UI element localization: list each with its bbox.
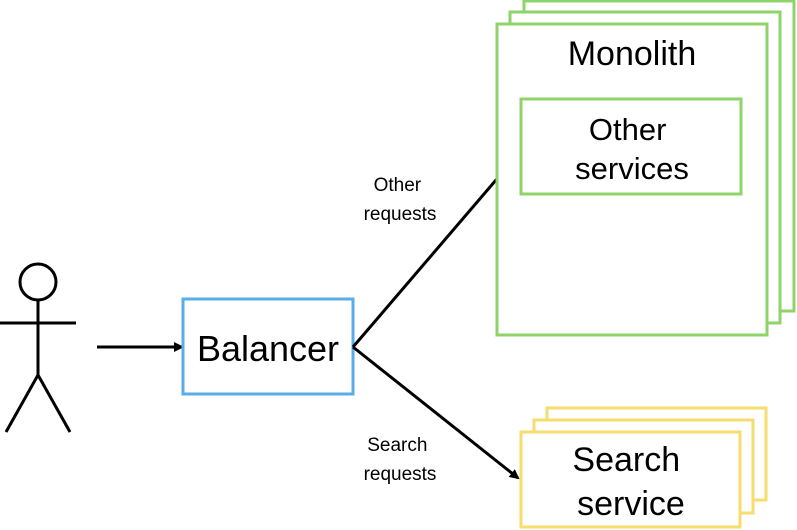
search-requests-line-1: Search <box>367 435 427 456</box>
balancer-node: Balancer <box>181 297 355 396</box>
arrow-balancer-to-search-service <box>352 345 520 480</box>
search-requests-label: Search requests <box>364 435 437 485</box>
other-requests-line-1: Other <box>374 175 422 196</box>
balancer-box <box>181 297 355 396</box>
other-services-line-1: Other <box>589 112 667 147</box>
search-service-line-1: Search <box>572 441 680 479</box>
search-service-line-2: service <box>577 485 685 523</box>
search-requests-line-2: requests <box>364 464 437 485</box>
other-services-line-2: services <box>575 151 689 186</box>
other-requests-label: Other requests <box>364 175 437 225</box>
monolith-title: Monolith <box>568 35 697 73</box>
search-service-label: Search service <box>572 441 689 523</box>
search-service-node: Search service <box>519 406 768 529</box>
balancer-label: Balancer <box>197 328 339 369</box>
monolith-node: Monolith Other services <box>495 0 796 337</box>
other-requests-line-2: requests <box>364 204 437 225</box>
other-services-box <box>519 97 743 196</box>
other-services-label: Other services <box>575 112 689 186</box>
user-stick-figure-icon <box>0 262 76 433</box>
arrow-balancer-to-monolith <box>351 150 522 348</box>
search-service-box <box>519 430 742 529</box>
